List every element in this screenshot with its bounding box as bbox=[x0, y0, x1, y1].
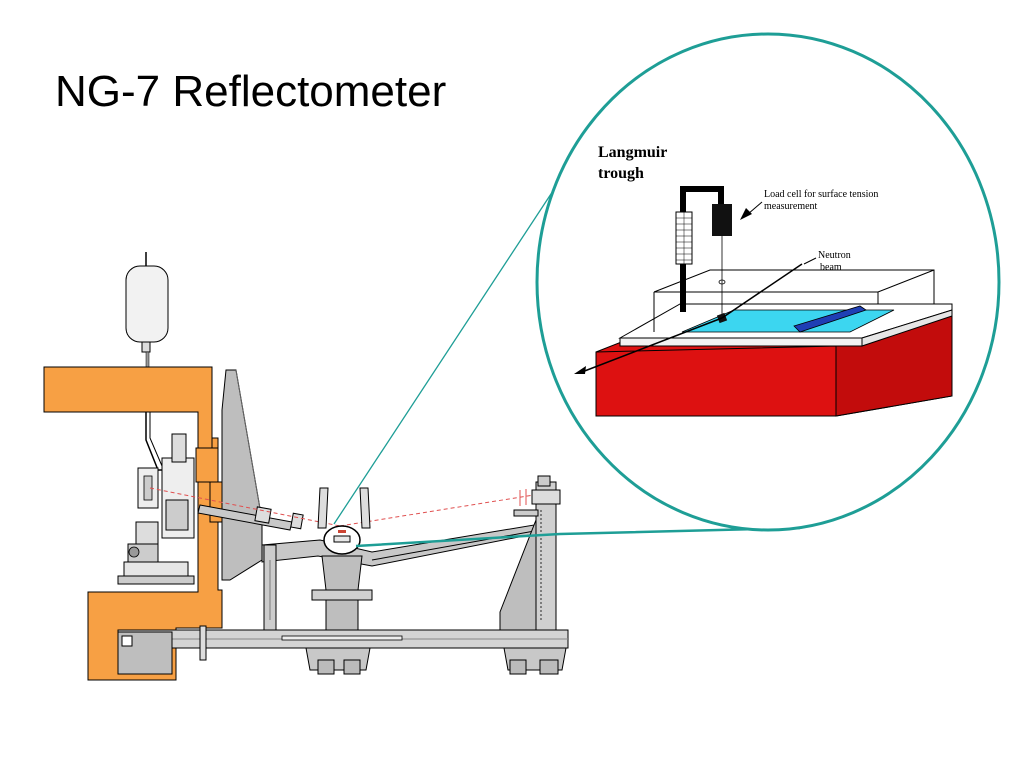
slit-assemblies bbox=[317, 487, 371, 529]
monochromator-assembly bbox=[117, 412, 195, 585]
neutron-beam-arrows bbox=[574, 201, 817, 374]
top-vessel bbox=[125, 252, 169, 369]
detector-tower bbox=[499, 475, 561, 631]
langmuir-label-line1: Langmuir bbox=[598, 144, 667, 161]
reflectometer-instrument bbox=[43, 252, 569, 681]
detector-arm bbox=[261, 523, 545, 567]
langmuir-trough-callout: Langmuir trough Load cell for surface te… bbox=[535, 32, 1001, 532]
load-cell-label-line1: Load cell for surface tension bbox=[764, 189, 878, 200]
beam-guide bbox=[197, 504, 304, 531]
load-cell-label-line2: measurement bbox=[764, 201, 818, 212]
base-rail bbox=[117, 625, 569, 675]
zoom-lines bbox=[333, 161, 801, 548]
gray-shield bbox=[221, 369, 263, 581]
left-support bbox=[263, 544, 277, 632]
sample-stage bbox=[311, 525, 373, 633]
slide-title: NG-7 Reflectometer bbox=[55, 67, 447, 116]
trough-barrier bbox=[793, 305, 867, 333]
langmuir-label-line2: trough bbox=[598, 165, 644, 182]
neutron-label-line2: beam bbox=[820, 262, 842, 273]
neutron-label-line1: Neutron bbox=[818, 250, 851, 261]
neutron-beam-path bbox=[149, 487, 541, 527]
wilhelmy-stand bbox=[675, 186, 724, 312]
